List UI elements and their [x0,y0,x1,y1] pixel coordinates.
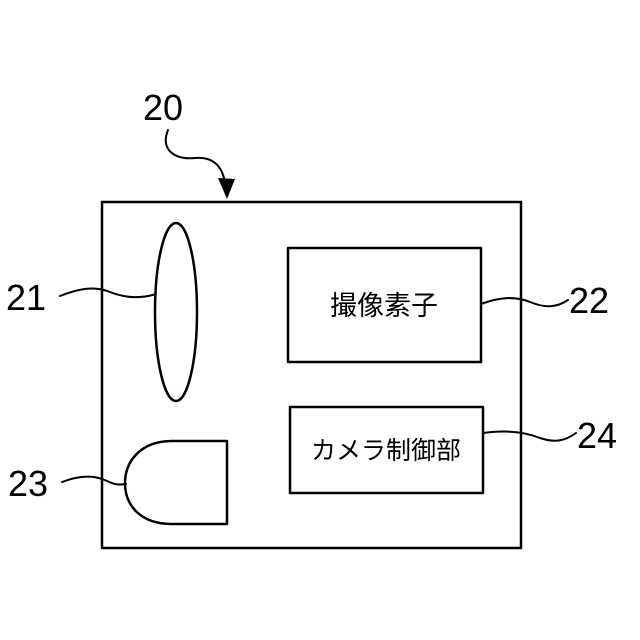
ref-label-20: 20 [143,87,183,128]
ref-leader-24 [483,432,576,441]
ref-label-21: 21 [6,277,46,318]
ref-label-24: 24 [577,415,617,456]
component-23-shape [125,441,227,524]
ref-leader-21 [60,289,156,298]
camera-housing [102,202,521,548]
ref-arrowhead-20 [218,178,235,199]
ref-leader-23 [62,477,126,485]
camera-control-label: カメラ制御部 [311,436,461,465]
ref-label-22: 22 [569,280,609,321]
image-sensor-label: 撮像素子 [330,291,438,322]
ref-leader-22 [481,298,568,306]
ref-label-23: 23 [8,463,48,504]
lens-ellipse [155,223,197,401]
ref-leader-20 [166,130,226,192]
